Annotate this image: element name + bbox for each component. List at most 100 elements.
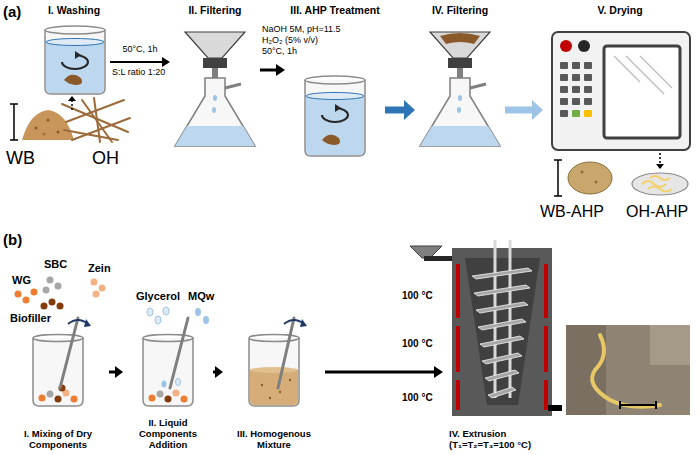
mixture-beaker <box>250 367 298 373</box>
sample-name-slot: WB <box>6 147 35 169</box>
null <box>478 319 526 330</box>
filter-flask <box>448 58 472 68</box>
process-step: V. Drying <box>545 4 695 152</box>
drying-oven <box>552 32 690 150</box>
temperature-label-slot: 100 °C <box>402 392 433 404</box>
temperature-label: 100 °C <box>402 392 433 403</box>
liquid-beaker <box>143 338 193 406</box>
extrudate-photo <box>566 325 690 415</box>
arrow-shaft <box>109 371 116 374</box>
null <box>560 110 568 117</box>
treated-products <box>659 153 661 164</box>
mixing-beaker <box>39 395 46 402</box>
washing-beaker <box>45 26 105 94</box>
raw-biomass <box>22 110 74 140</box>
ingredient-name-slot: Glycerol <box>136 290 180 303</box>
null <box>474 285 530 296</box>
filter-flask <box>185 32 245 58</box>
liquid-beaker <box>195 308 201 316</box>
liquid-beaker <box>170 318 188 388</box>
mixture-beaker <box>289 379 291 381</box>
step-title: II. Liquid Components Addition <box>125 417 211 450</box>
null <box>476 302 528 313</box>
edge-label: 50°C, 1h <box>122 44 157 54</box>
drying-oven <box>560 40 572 52</box>
liquid-beaker <box>173 390 180 397</box>
raw-biomass <box>71 101 73 110</box>
step-title: III. AHP Treatment <box>290 4 379 17</box>
mixture-beaker <box>250 370 298 405</box>
null <box>584 98 592 105</box>
mixing-beaker <box>47 391 54 398</box>
null <box>560 74 568 81</box>
filter-flask <box>420 32 500 146</box>
ingredient-name-slot: WG <box>12 274 31 287</box>
filter-flask <box>420 78 500 146</box>
null <box>640 56 672 88</box>
step-title: IV. Filtering <box>432 4 488 17</box>
drying-oven <box>578 40 590 52</box>
condition-note: S:L ratio 1:20 <box>112 67 165 77</box>
panel-letter: (a) <box>3 3 21 20</box>
step-title: II. Filtering <box>188 4 241 17</box>
treated-products <box>595 181 598 184</box>
mixture-beaker <box>261 384 263 386</box>
dry-ingredients <box>43 287 50 294</box>
liquid-beaker <box>162 381 167 388</box>
null <box>572 74 580 81</box>
liquid-beaker <box>163 307 169 315</box>
null <box>572 86 580 93</box>
twin-screw-extruder <box>548 405 562 411</box>
temperature-label-slot: 100 °C <box>402 338 433 350</box>
dry-ingredients <box>47 277 54 284</box>
extrudate-photo <box>566 325 690 415</box>
temperature-label: 100 °C <box>402 338 433 349</box>
dry-ingredients <box>15 291 22 298</box>
null <box>544 326 548 372</box>
drying-oven <box>552 32 690 150</box>
null <box>456 326 460 372</box>
sample-name: WB-AHP <box>540 203 604 220</box>
liquid-beaker <box>149 395 156 402</box>
step-title: III. Homogenous Mixture <box>225 428 323 450</box>
liquid-beaker <box>176 379 181 386</box>
raw-biomass <box>47 119 50 122</box>
null <box>584 74 592 81</box>
extrudate-photo <box>592 335 660 407</box>
treated-products <box>656 164 664 169</box>
process-arrow <box>325 366 443 378</box>
extrudate-photo <box>620 401 656 409</box>
ingredient-name-slot: MQw <box>188 290 214 303</box>
null <box>94 98 100 142</box>
arrow-head <box>434 366 443 378</box>
liquid-beaker <box>157 391 164 398</box>
treated-products <box>568 162 612 194</box>
twin-screw-extruder <box>410 240 562 416</box>
sample-name-slot: WB-AHP <box>540 202 604 221</box>
null <box>572 98 580 105</box>
process-step: III. Homogenous Mixture <box>225 330 323 450</box>
filter-flask <box>457 107 461 113</box>
process-arrow <box>110 57 170 67</box>
sample-name: OH <box>92 148 119 168</box>
process-arrow <box>213 366 223 378</box>
ingredient-name: MQw <box>188 290 214 302</box>
raw-biomass <box>57 131 60 134</box>
null <box>648 187 672 192</box>
mixture-beaker <box>249 318 307 406</box>
condition-note-slot: S:L ratio 1:20 <box>112 67 165 78</box>
null <box>456 264 460 318</box>
sample-name: WB <box>6 148 35 168</box>
null <box>642 176 672 192</box>
step-title: IV. Extrusion (T₁=T₂=T₃=100 °C) <box>449 428 571 450</box>
sample-name-slot: OH <box>92 147 119 169</box>
null <box>458 264 546 410</box>
null <box>560 62 568 69</box>
treated-products <box>554 160 562 196</box>
ingredient-name: Glycerol <box>136 290 180 302</box>
ingredient-name: SBC <box>44 258 67 270</box>
null <box>456 380 460 410</box>
null <box>488 387 516 398</box>
